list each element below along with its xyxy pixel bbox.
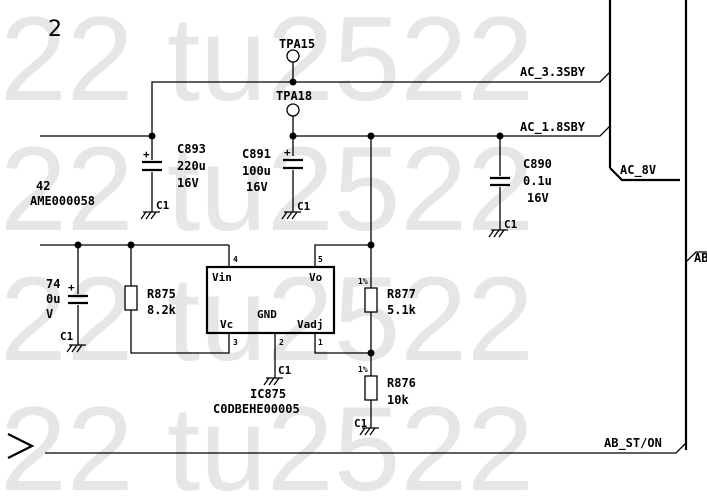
net-ab-wire (685, 251, 707, 263)
junction-dot (367, 241, 375, 249)
ground-label: C1 (156, 199, 170, 212)
watermark-row-3: 22 tu2522 (0, 252, 534, 386)
ground-icon (140, 211, 160, 220)
partial-ref: 42 (36, 179, 50, 193)
bus-line-left-bend (609, 167, 680, 182)
ground-icon (263, 377, 283, 386)
polarity-plus-icon: + (284, 146, 291, 159)
cap-ref: C890 (523, 157, 552, 171)
page-number: 2 (48, 17, 62, 42)
ground-icon (488, 229, 508, 238)
ic-pin-vin: Vin (212, 271, 232, 284)
watermark-row-1: 22 tu2522 (0, 0, 534, 126)
resistor-r877: 1% R877 5.1k (358, 277, 417, 376)
ic-pin-vo: Vo (309, 271, 323, 284)
partial-part: AME000058 (30, 194, 95, 208)
net-label-ab: AB (694, 251, 707, 265)
cap-ref: C893 (177, 142, 206, 156)
ic-pin-number: 4 (233, 255, 238, 264)
cap-voltage: 16V (246, 180, 268, 194)
junction-dot (289, 78, 297, 86)
ground-icon (281, 211, 301, 220)
watermark-row-4: 22 tu2522 (0, 382, 534, 496)
ic-pin-vc: Vc (220, 318, 233, 331)
cap-value: 0u (46, 292, 60, 306)
wire-vo (314, 244, 371, 267)
ic-pin-number: 3 (233, 338, 238, 347)
net-ac-3-3sby-wire (151, 71, 611, 134)
resistor-value: 5.1k (387, 303, 417, 317)
ic-pin-vadj: Vadj (297, 318, 324, 331)
cap-value: 220u (177, 159, 206, 173)
net-label-ab-st-on: AB_ST/ON (604, 436, 662, 451)
net-label-ac-1-8sby: AC_1.8SBY (520, 120, 586, 135)
cap-ref: 74 (46, 277, 60, 291)
ic-body (205, 265, 336, 335)
resistor-body (364, 287, 378, 313)
cap-value: 0.1u (523, 174, 552, 188)
capacitor-c891: + C891 100u 16V C1 (242, 146, 311, 220)
cap-ref: C891 (242, 147, 271, 161)
resistor-body (124, 285, 138, 311)
junction-dot (289, 132, 297, 140)
capacitor-c890: C890 0.1u 16V C1 (488, 136, 552, 238)
watermark-row-2: 22 tu2522 (0, 122, 534, 256)
ic-ref: IC875 (250, 387, 286, 401)
resistor-ref: R877 (387, 287, 416, 301)
resistor-value: 10k (387, 393, 409, 407)
ground-label: C1 (60, 330, 74, 343)
net-ac-1-8sby-wire (293, 125, 611, 137)
wire-vadj (314, 333, 371, 354)
cap-voltage: V (46, 307, 53, 321)
test-point-tpa15-icon (286, 49, 300, 63)
cap-value: 100u (242, 164, 271, 178)
cap-voltage: 16V (177, 176, 199, 190)
resistor-ref: R876 (387, 376, 416, 390)
ic-pin-number: 2 (279, 338, 284, 347)
resistor-lead (130, 310, 230, 354)
ground-label: C1 (354, 417, 368, 430)
polarity-plus-icon: + (68, 281, 75, 294)
polarity-plus-icon: + (143, 148, 150, 161)
ground-label: C1 (297, 200, 311, 213)
resistor-tolerance: 1% (358, 365, 368, 374)
test-point-tpa18-icon (286, 103, 300, 117)
net-label-ac-8v: AC_8V (620, 163, 656, 178)
cap-voltage: 16V (527, 191, 549, 205)
resistor-r876: 1% R876 10k C1 (354, 365, 416, 436)
ground-label: C1 (278, 364, 292, 377)
ic-pin-gnd: GND (257, 308, 277, 321)
capacitor-partial-74: + 74 0u V C1 (46, 245, 88, 353)
ic-part: C0DBEHE00005 (213, 402, 300, 416)
resistor-value: 8.2k (147, 303, 177, 317)
test-point-label-tpa15: TPA15 (279, 37, 315, 51)
off-page-arrow-icon (7, 433, 35, 459)
ic-pin-number: 1 (318, 338, 323, 347)
resistor-r875: R875 8.2k (124, 245, 230, 354)
net-label-ac-3-3sby: AC_3.3SBY (520, 65, 586, 80)
watermark: 22 tu2522 22 tu2522 22 tu2522 22 tu2522 (0, 0, 534, 496)
test-point-label-tpa18: TPA18 (276, 89, 312, 103)
capacitor-c893: + C893 220u 16V C1 (140, 136, 206, 220)
ground-label: C1 (504, 218, 518, 231)
ground-icon (66, 344, 86, 353)
resistor-body (364, 375, 378, 401)
ground-icon (359, 427, 379, 436)
ic-pin-number: 5 (318, 255, 323, 264)
resistor-tolerance: 1% (358, 277, 368, 286)
net-ab-st-on-wire (45, 442, 687, 454)
ic-ic875: Vin Vo GND Vc Vadj 4 5 3 2 1 IC875 C0DBE… (205, 255, 336, 416)
resistor-ref: R875 (147, 287, 176, 301)
junction-dot (367, 349, 375, 357)
